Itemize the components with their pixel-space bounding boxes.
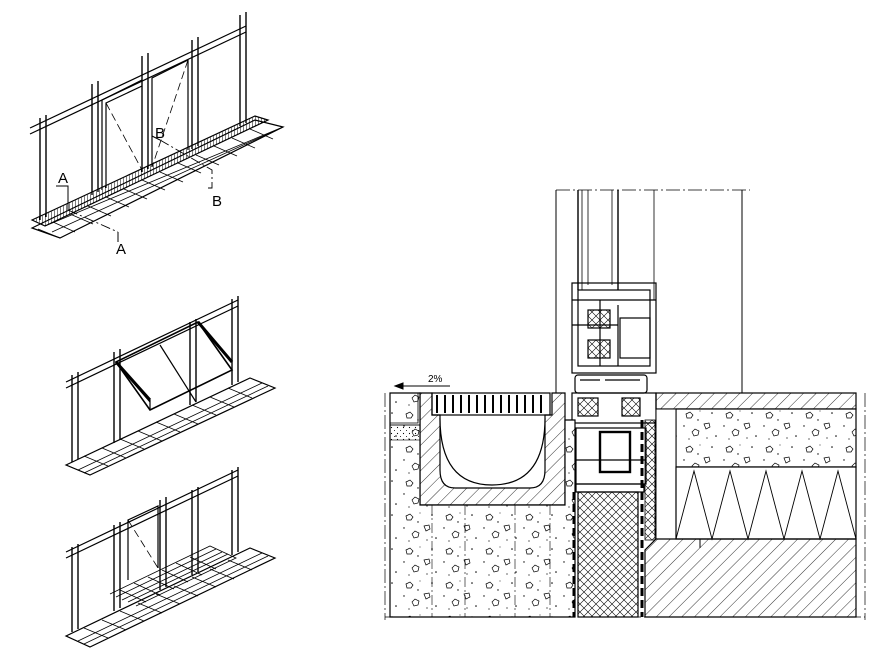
section-mark-b-top: B xyxy=(155,125,165,142)
isometric-facade-awning xyxy=(64,296,277,476)
slope-label: 2% xyxy=(428,374,443,385)
section-detail: 2% xyxy=(384,189,866,620)
slope-arrow xyxy=(393,382,450,390)
section-mark-a-top: A xyxy=(58,170,68,187)
isometric-facade-doors xyxy=(29,12,285,242)
isometric-facade-tiles xyxy=(64,467,277,648)
section-mark-a-bottom: A xyxy=(116,241,126,258)
section-mark-b-bottom: B xyxy=(212,193,222,210)
